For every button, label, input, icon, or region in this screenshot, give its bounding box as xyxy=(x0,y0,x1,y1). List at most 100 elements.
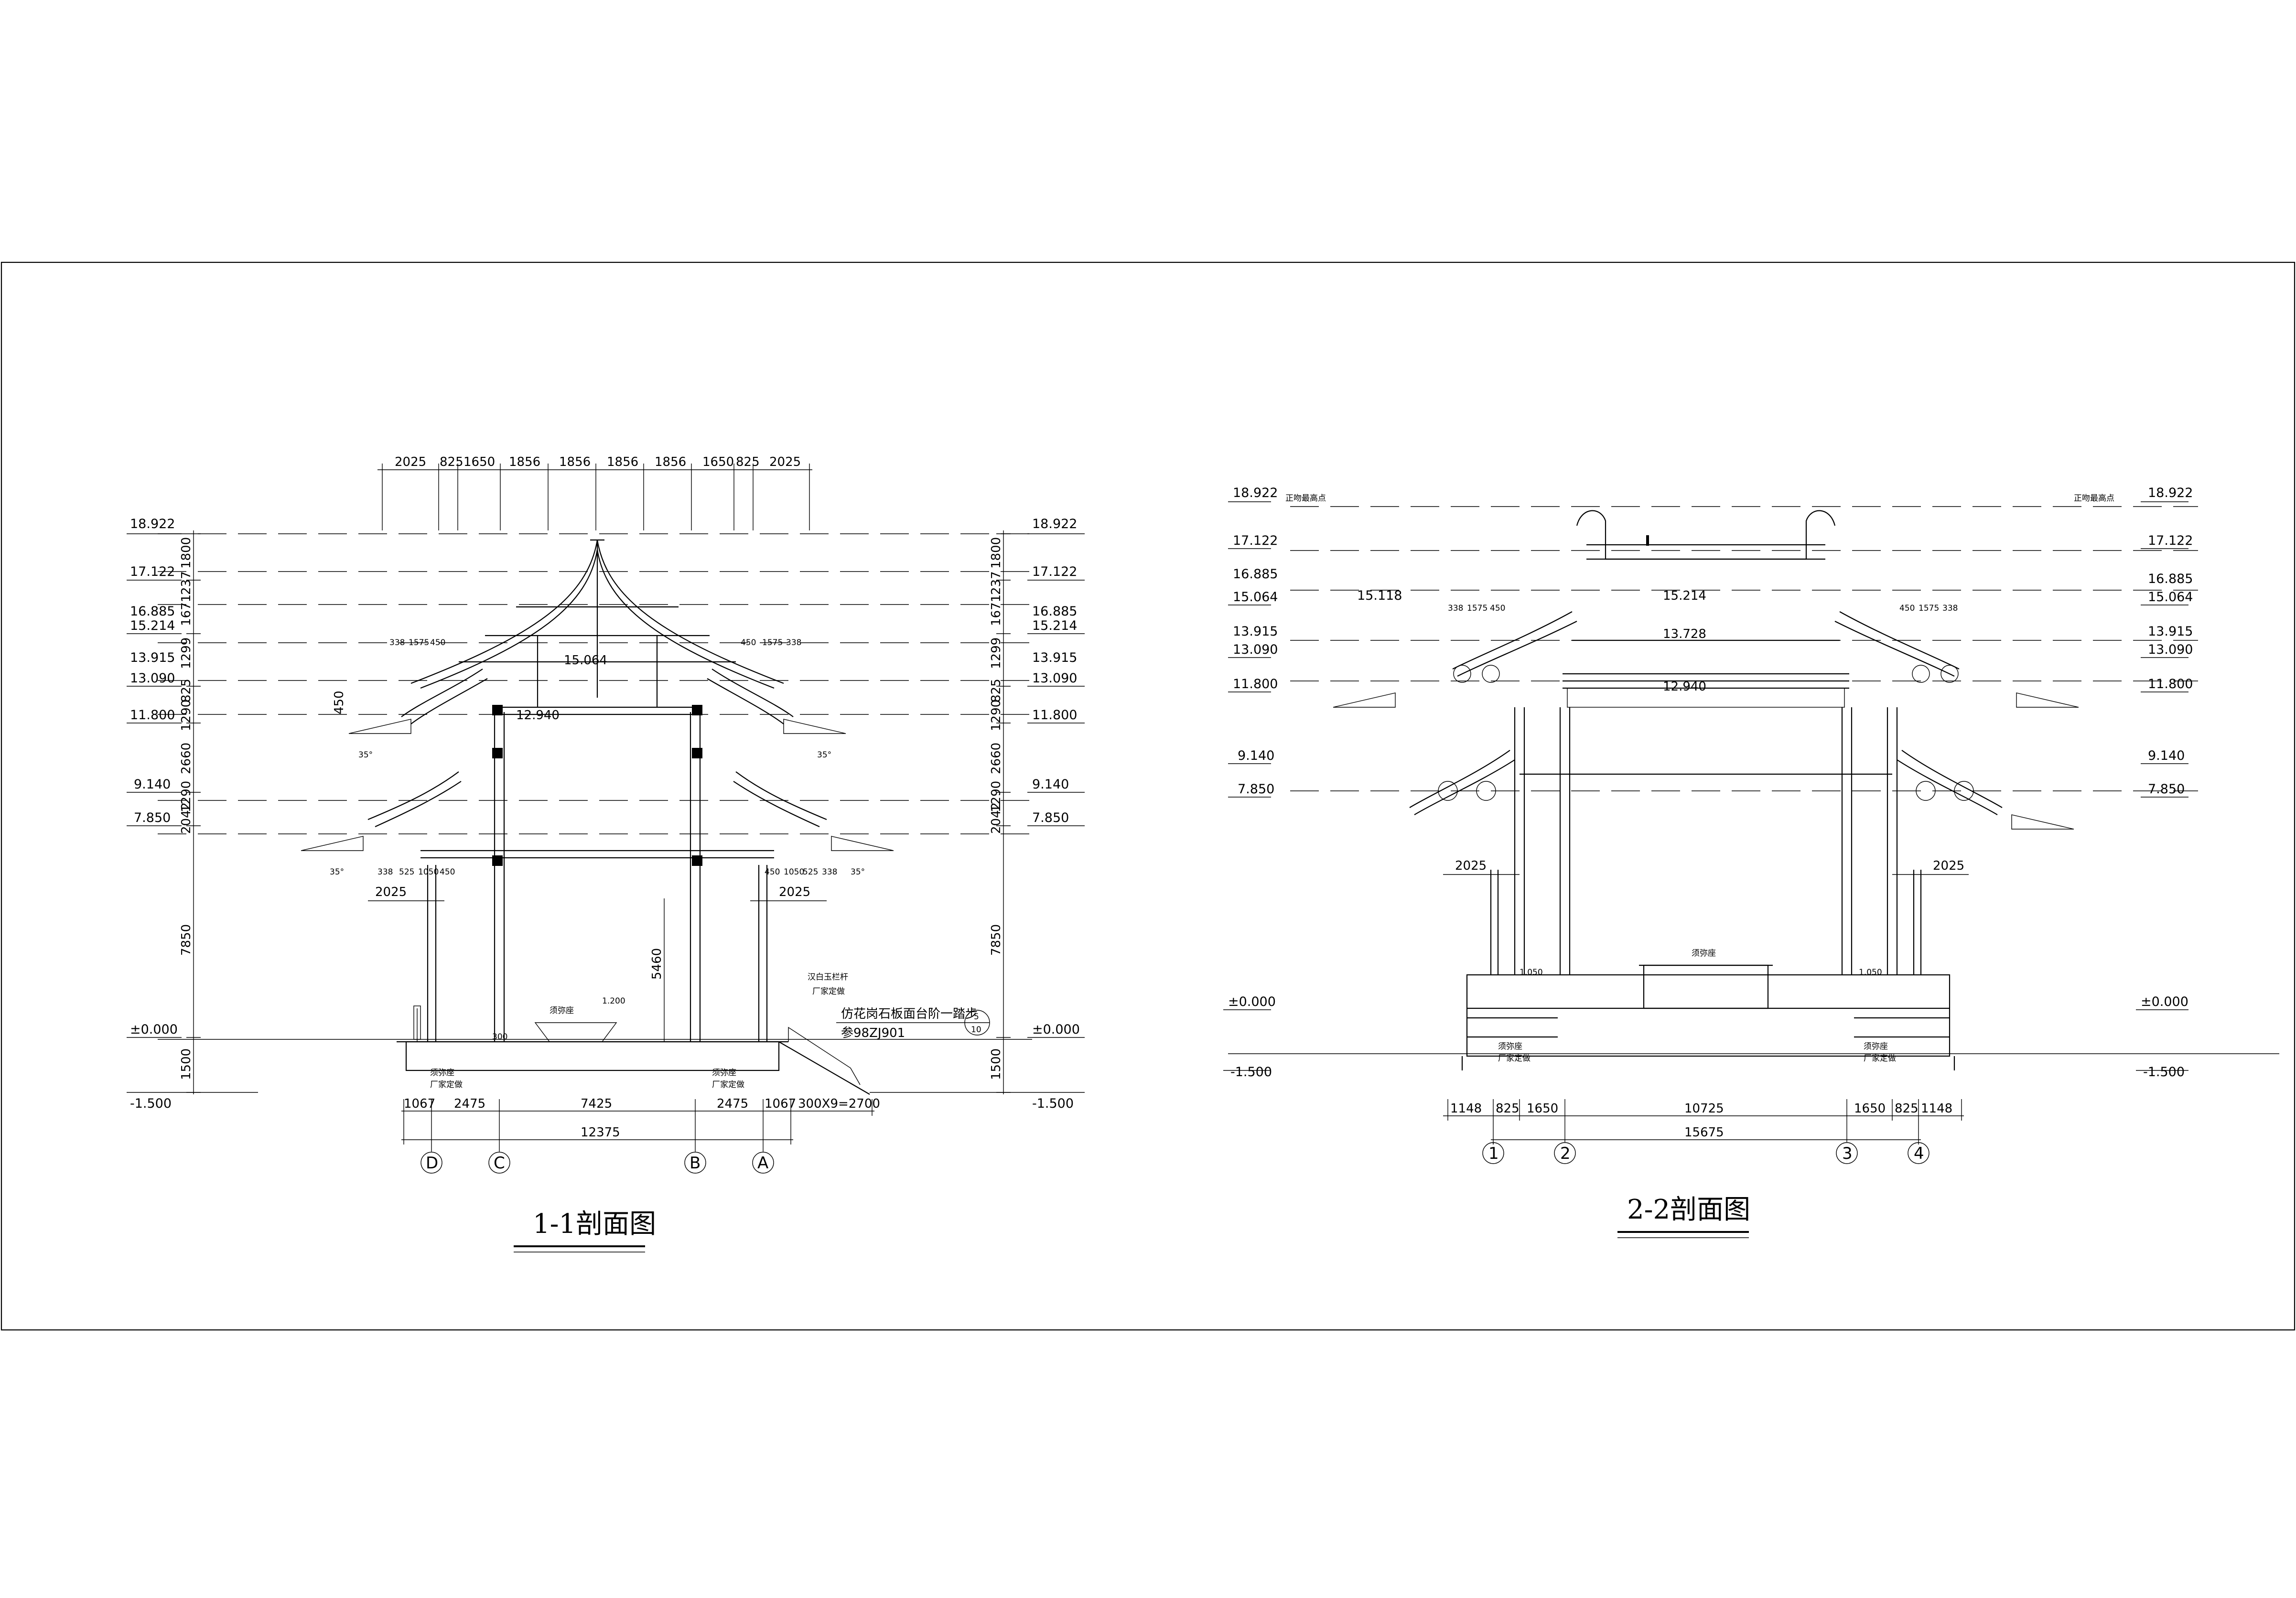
svg-text:1290: 1290 xyxy=(179,700,194,731)
svg-text:35°: 35° xyxy=(358,750,373,760)
svg-text:1148: 1148 xyxy=(1450,1101,1482,1116)
sheet-border xyxy=(0,261,2296,1331)
section-2-2: 18.922 正吻最高点 17.122 16.885 15.064 15.118… xyxy=(1223,486,2279,1238)
elev-l2: 17.122 xyxy=(130,564,175,579)
svg-text:300X9=2700: 300X9=2700 xyxy=(798,1097,880,1111)
svg-text:338: 338 xyxy=(1448,604,1463,613)
svg-text:1067: 1067 xyxy=(404,1097,435,1111)
svg-text:825: 825 xyxy=(736,455,760,469)
svg-text:18.922: 18.922 xyxy=(1233,486,1278,500)
section2-bottom-dims: 1148 825 1650 10725 1650 825 1148 15675 xyxy=(1443,1099,1964,1145)
section2-grid-axes: 1 2 3 4 xyxy=(1482,1121,1930,1164)
svg-text:1067: 1067 xyxy=(765,1097,796,1111)
section-1-1: 18.922 17.122 16.885 15.214 13.915 13.09… xyxy=(127,455,1085,1252)
svg-text:2042: 2042 xyxy=(179,802,194,834)
elev-l9: 7.850 xyxy=(134,810,171,825)
svg-text:450: 450 xyxy=(430,638,445,648)
svg-text:13.728: 13.728 xyxy=(1663,627,1706,641)
svg-text:仿花岗石板面台阶一踏步: 仿花岗石板面台阶一踏步 xyxy=(841,1007,978,1021)
svg-text:1575: 1575 xyxy=(1919,604,1939,613)
svg-text:13.090: 13.090 xyxy=(1032,671,1077,686)
svg-text:13.915: 13.915 xyxy=(1032,650,1077,665)
svg-text:1575: 1575 xyxy=(409,638,429,648)
section1-grid-axes: D C B A xyxy=(420,1116,774,1174)
svg-text:17.122: 17.122 xyxy=(1233,533,1278,548)
svg-text:2025: 2025 xyxy=(375,885,407,899)
svg-text:2025: 2025 xyxy=(395,455,426,469)
svg-text:厂家定做: 厂家定做 xyxy=(812,987,845,996)
svg-text:±0.000: ±0.000 xyxy=(1032,1022,1080,1037)
svg-text:2475: 2475 xyxy=(454,1097,485,1111)
svg-text:825: 825 xyxy=(1496,1101,1520,1116)
svg-text:1050: 1050 xyxy=(418,867,439,877)
svg-text:1800: 1800 xyxy=(989,537,1003,569)
svg-text:450: 450 xyxy=(1899,604,1915,613)
svg-text:厂家定做: 厂家定做 xyxy=(1498,1054,1531,1063)
svg-text:825: 825 xyxy=(989,679,1003,702)
svg-text:1575: 1575 xyxy=(1467,604,1488,613)
section1-level-lines xyxy=(158,533,1032,1040)
elev-l7: 11.800 xyxy=(130,708,175,723)
svg-text:±0.000: ±0.000 xyxy=(2141,994,2188,1009)
section2-columns xyxy=(1490,707,1922,975)
svg-text:13.915: 13.915 xyxy=(2148,624,2193,639)
svg-text:15.214: 15.214 xyxy=(1663,589,1706,603)
svg-text:525: 525 xyxy=(803,867,818,877)
svg-text:10725: 10725 xyxy=(1684,1101,1724,1116)
elev-l11: -1.500 xyxy=(130,1096,172,1111)
svg-text:5: 5 xyxy=(974,1012,979,1022)
svg-text:7.850: 7.850 xyxy=(1032,810,1069,825)
svg-text:参98ZJ901: 参98ZJ901 xyxy=(841,1026,905,1040)
svg-text:1856: 1856 xyxy=(509,455,540,469)
svg-text:338: 338 xyxy=(786,638,801,648)
svg-text:15.064: 15.064 xyxy=(2148,590,2193,605)
svg-text:338: 338 xyxy=(1942,604,1958,613)
svg-text:须弥座: 须弥座 xyxy=(430,1068,454,1078)
svg-text:15.214: 15.214 xyxy=(1032,618,1077,633)
section1-top-dims: 2025 825 1650 1856 1856 1856 1856 1650 8… xyxy=(377,455,812,530)
svg-text:16.885: 16.885 xyxy=(1233,567,1278,582)
svg-text:450: 450 xyxy=(440,867,455,877)
svg-text:1575: 1575 xyxy=(762,638,783,648)
svg-text:450: 450 xyxy=(332,691,346,714)
svg-text:2025: 2025 xyxy=(1455,859,1487,873)
svg-text:7.850: 7.850 xyxy=(1238,782,1274,797)
svg-text:17.122: 17.122 xyxy=(1032,564,1077,579)
svg-text:1800: 1800 xyxy=(179,537,194,569)
svg-text:338: 338 xyxy=(377,867,393,877)
svg-text:9.140: 9.140 xyxy=(2148,748,2185,763)
section2-right-elevations: 18.922 正吻最高点 17.122 16.885 15.064 13.915… xyxy=(2074,486,2193,1080)
svg-text:1.200: 1.200 xyxy=(602,996,625,1006)
elev-l5: 13.915 xyxy=(130,650,175,665)
svg-text:1.050: 1.050 xyxy=(1520,968,1543,977)
svg-text:12.940: 12.940 xyxy=(516,708,560,723)
section1-eave-dims: 338 1575 450 450 1575 338 2025 2025 338 … xyxy=(368,638,837,901)
elev-l8: 9.140 xyxy=(134,777,171,792)
svg-text:2025: 2025 xyxy=(779,885,810,899)
elev-l3: 16.885 xyxy=(130,604,175,619)
svg-text:厂家定做: 厂家定做 xyxy=(712,1080,744,1090)
svg-text:1650: 1650 xyxy=(702,455,734,469)
svg-text:±0.000: ±0.000 xyxy=(1228,994,1276,1009)
elev-l4: 15.214 xyxy=(130,618,175,633)
svg-text:13.090: 13.090 xyxy=(1233,642,1278,657)
svg-text:须弥座: 须弥座 xyxy=(1692,949,1716,958)
svg-text:1.050: 1.050 xyxy=(1859,968,1882,977)
svg-text:1050: 1050 xyxy=(784,867,804,877)
svg-text:厂家定做: 厂家定做 xyxy=(430,1080,463,1090)
section1-roof: 35° 35° 35° 35° xyxy=(301,539,894,877)
svg-text:2660: 2660 xyxy=(179,743,194,774)
svg-text:汉白玉栏杆: 汉白玉栏杆 xyxy=(808,972,848,982)
svg-text:1500: 1500 xyxy=(179,1048,194,1080)
svg-text:9.140: 9.140 xyxy=(1032,777,1069,792)
svg-text:825: 825 xyxy=(1895,1101,1919,1116)
svg-text:7850: 7850 xyxy=(179,924,194,956)
grid-bubble-a: A xyxy=(757,1154,768,1173)
section1-base: 须弥座 1.200 须弥座 厂家定做 须弥座 厂家定做 汉白玉栏杆 厂家定做 仿… xyxy=(397,972,990,1095)
grid-bubble-c: C xyxy=(494,1154,505,1173)
svg-text:15675: 15675 xyxy=(1684,1125,1724,1140)
svg-text:10: 10 xyxy=(971,1025,981,1035)
svg-text:18.922: 18.922 xyxy=(1032,517,1077,531)
svg-text:338: 338 xyxy=(822,867,837,877)
